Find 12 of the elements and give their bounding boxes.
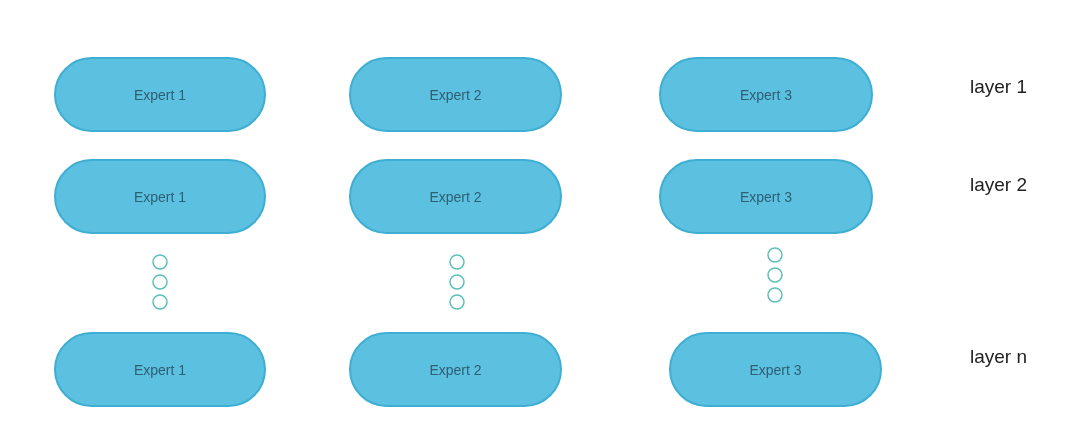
node-text: Expert 3: [749, 361, 802, 378]
node-text: Expert 2: [429, 361, 482, 378]
row-label: layer 2: [970, 174, 1028, 196]
node-text: Expert 1: [133, 188, 187, 205]
node-text: Expert 1: [133, 361, 187, 378]
node-text: Expert 3: [739, 188, 793, 205]
row-label: layer 1: [970, 76, 1028, 98]
node-text: Expert 3: [739, 86, 793, 103]
node-text: Expert 2: [429, 86, 482, 103]
node-text: Expert 1: [133, 86, 187, 103]
row-label: layer n: [970, 346, 1028, 368]
node-text: Expert 2: [429, 188, 482, 205]
